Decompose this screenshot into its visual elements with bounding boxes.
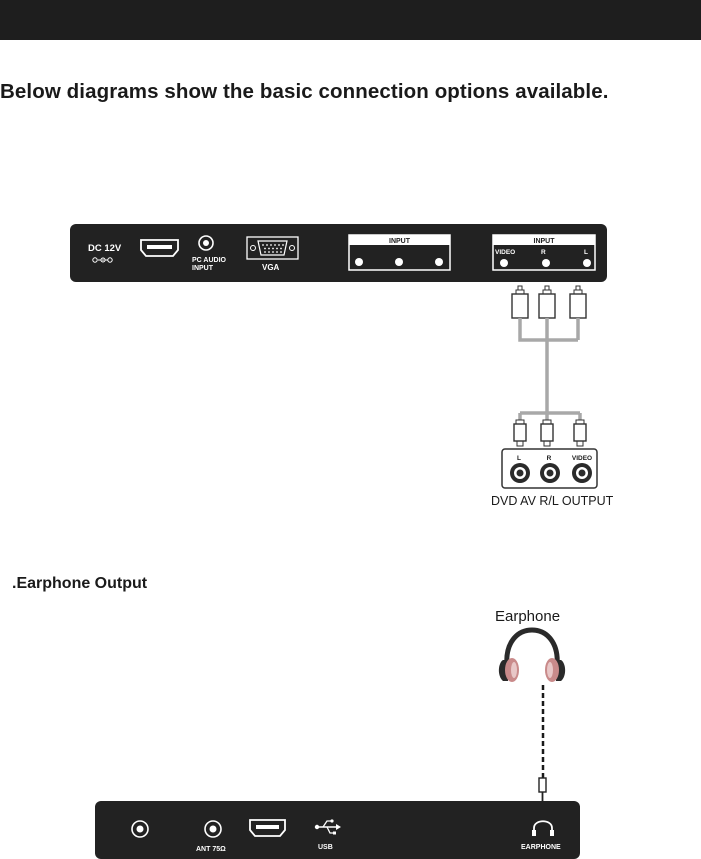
rca-cable (512, 286, 586, 446)
tv-panel-top: DC 12V PC AUDIO INPUT (70, 224, 607, 282)
pc-audio-label-2: INPUT (192, 265, 214, 272)
rca-plug-lower (574, 420, 586, 446)
dvd-jack (510, 463, 530, 483)
pc-audio-label-1: PC AUDIO (192, 257, 227, 264)
dvd-caption: DVD AV R/L OUTPUT (491, 494, 614, 508)
input-l-label: L (584, 249, 588, 256)
input-2-jack (583, 259, 591, 267)
dvd-jack (572, 463, 592, 483)
dc-label: DC 12V (88, 243, 122, 254)
rca-plug-upper (539, 286, 555, 318)
ant-label: ANT 75Ω (196, 846, 226, 853)
earphone-plug (539, 778, 546, 803)
input-1-jack (355, 258, 363, 266)
input-1-jack (435, 258, 443, 266)
earphone-label: Earphone (495, 608, 560, 625)
dvd-l-label: L (517, 455, 521, 462)
dvd-jack (540, 463, 560, 483)
rca-plug-upper (570, 286, 586, 318)
rca-plug-lower (514, 420, 526, 446)
rca-plug-lower (541, 420, 553, 446)
dvd-video-label: VIDEO (572, 455, 592, 462)
dvd-r-label: R (547, 455, 552, 462)
vga-label: VGA (262, 263, 280, 272)
input-group-1-title: INPUT (389, 238, 411, 245)
rca-plug-upper (512, 286, 528, 318)
input-group-2-title: INPUT (534, 238, 556, 245)
headphone-icon (499, 630, 565, 682)
input-1-jack (395, 258, 403, 266)
input-2-jack (542, 259, 550, 267)
dvd-output-panel: L R VIDEO DVD AV R/L OUTPUT (491, 449, 614, 508)
input-2-jack (500, 259, 508, 267)
input-video-label: VIDEO (495, 249, 515, 256)
tv-panel-bottom: ANT 75Ω USB EARPHONE (95, 801, 580, 859)
earphone-port-label: EARPHONE (521, 844, 561, 851)
usb-label: USB (318, 844, 333, 851)
input-r-label: R (541, 249, 546, 256)
